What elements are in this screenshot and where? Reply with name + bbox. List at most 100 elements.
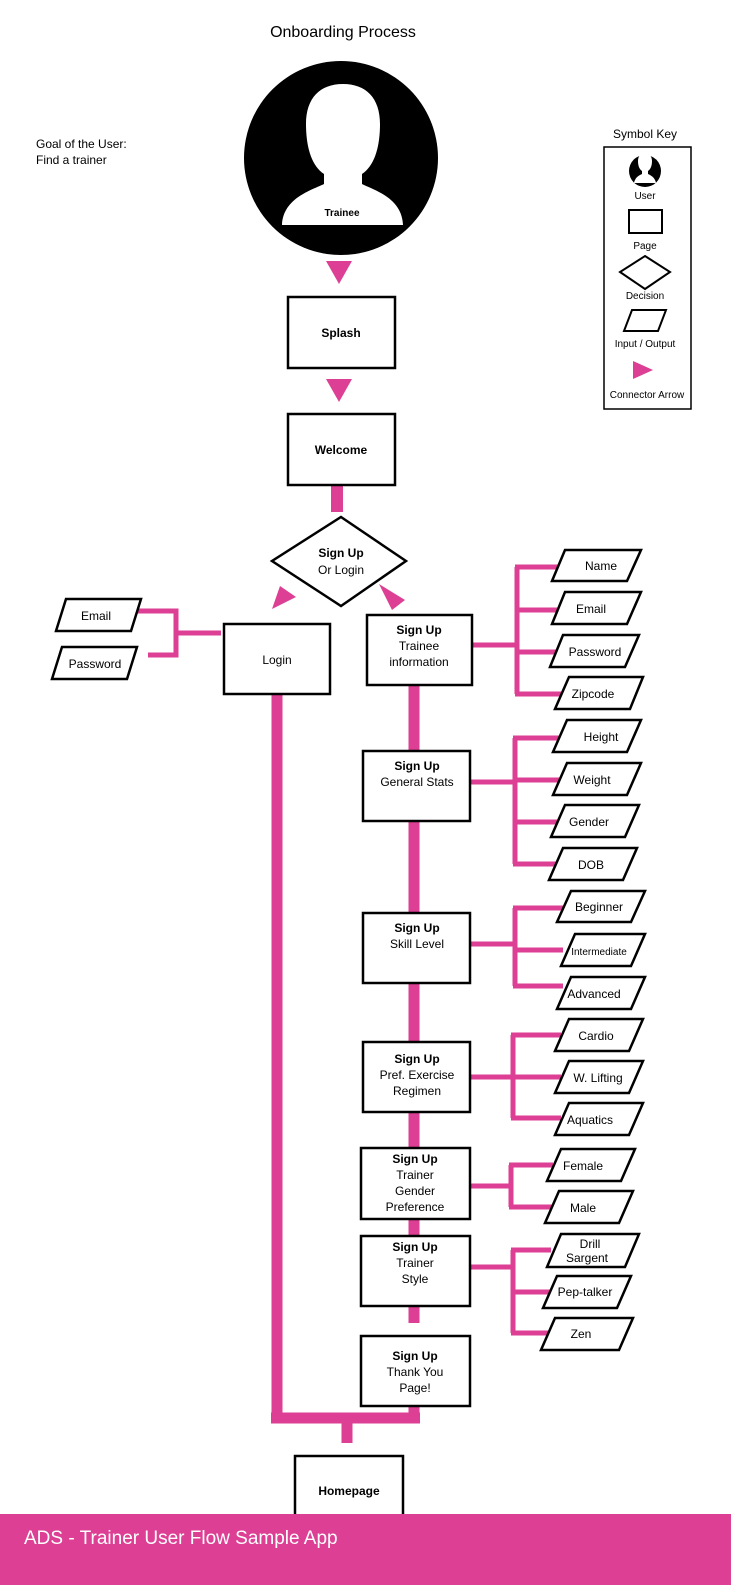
gender-pref-bold: Sign Up bbox=[392, 1152, 437, 1166]
trainee-info-line: Trainee bbox=[399, 639, 440, 653]
io-label: Cardio bbox=[578, 1029, 614, 1043]
gender-pref-line: Gender bbox=[395, 1184, 435, 1198]
login-label: Login bbox=[262, 653, 291, 667]
key-arrow-label: Connector Arrow bbox=[610, 390, 685, 401]
io-w-lifting bbox=[553, 1059, 645, 1095]
io-label: Zipcode bbox=[572, 687, 615, 701]
thank-you-line: Page! bbox=[399, 1381, 430, 1395]
io-label: Beginner bbox=[575, 900, 623, 914]
io-label: DOB bbox=[578, 858, 604, 872]
user-label: Trainee bbox=[324, 208, 359, 219]
io-label: Male bbox=[570, 1201, 596, 1215]
general-stats-bold: Sign Up bbox=[394, 759, 439, 773]
key-decision-label: Decision bbox=[626, 291, 664, 302]
thank-you-bold: Sign Up bbox=[392, 1349, 437, 1363]
signup-login-decision bbox=[269, 515, 409, 608]
skill-level-line: Skill Level bbox=[390, 937, 444, 951]
connector-arrows bbox=[272, 261, 405, 610]
user-silhouette-icon bbox=[282, 84, 403, 225]
signup-pref-exercise-page bbox=[361, 1040, 472, 1114]
io-dob bbox=[547, 846, 639, 882]
io-cardio bbox=[553, 1017, 645, 1053]
trainee-info-bold: Sign Up bbox=[396, 623, 441, 637]
welcome-page bbox=[286, 412, 397, 487]
io-label: Password bbox=[69, 657, 122, 671]
pref-exercise-line: Regimen bbox=[393, 1084, 441, 1098]
io-label: Zen bbox=[571, 1327, 592, 1341]
skill-level-bold: Sign Up bbox=[394, 921, 439, 935]
decision-icon bbox=[618, 254, 672, 291]
io-label: Weight bbox=[573, 773, 611, 787]
gender-pref-line: Trainer bbox=[396, 1168, 434, 1182]
arrow-up-left-icon bbox=[272, 586, 296, 609]
trainer-style-bold: Sign Up bbox=[392, 1240, 437, 1254]
trainer-style-line: Trainer bbox=[396, 1256, 434, 1270]
io-intermediate bbox=[559, 932, 647, 968]
thank-you-line: Thank You bbox=[387, 1365, 444, 1379]
symbol-key-title: Symbol Key bbox=[613, 127, 677, 141]
io-label: Drill bbox=[580, 1237, 601, 1251]
goal-text: Find a trainer bbox=[36, 153, 107, 167]
io-label: Female bbox=[563, 1159, 603, 1173]
signup-trainee-info-page bbox=[365, 613, 474, 687]
io-drill-sargent bbox=[545, 1232, 641, 1269]
footer-bar bbox=[0, 1514, 731, 1585]
io-beginner bbox=[555, 889, 647, 924]
welcome-label: Welcome bbox=[315, 443, 368, 457]
io-weight bbox=[551, 761, 643, 797]
io-male bbox=[543, 1189, 635, 1225]
arrow-down-icon bbox=[326, 261, 352, 284]
page-title: Onboarding Process bbox=[270, 24, 416, 41]
io-password bbox=[50, 645, 139, 681]
signup-skill-level-page bbox=[361, 911, 472, 985]
goal-label: Goal of the User: bbox=[36, 137, 127, 151]
footer-title: ADS - Trainer User Flow Sample App bbox=[24, 1528, 338, 1549]
signup-gender-pref-page bbox=[359, 1146, 472, 1221]
io-label: Intermediate bbox=[571, 947, 627, 958]
io-label: Password bbox=[569, 645, 622, 659]
io-pep-talker bbox=[541, 1274, 633, 1310]
general-stats-line: General Stats bbox=[380, 775, 453, 789]
key-user-label: User bbox=[634, 191, 656, 202]
decision-label-bold: Sign Up bbox=[318, 546, 363, 560]
io-label: Gender bbox=[569, 815, 609, 829]
signup-general-stats-page bbox=[361, 749, 472, 823]
io-female bbox=[545, 1147, 637, 1183]
key-page-label: Page bbox=[633, 241, 657, 252]
io-label: Height bbox=[584, 730, 619, 744]
io-label: Email bbox=[81, 609, 111, 623]
homepage-label: Homepage bbox=[318, 1484, 380, 1498]
io-height bbox=[551, 718, 643, 754]
io-gender bbox=[549, 803, 641, 839]
io-advanced bbox=[555, 975, 647, 1011]
page-icon bbox=[628, 209, 663, 234]
io-zipcode bbox=[553, 675, 645, 711]
io-aquatics bbox=[553, 1101, 645, 1137]
io-icon bbox=[622, 309, 668, 332]
trainer-style-line: Style bbox=[402, 1272, 429, 1286]
signup-thank-you-page bbox=[359, 1334, 472, 1408]
login-page bbox=[222, 622, 332, 696]
arrow-down-icon bbox=[326, 379, 352, 402]
decision-label: Or Login bbox=[318, 563, 364, 577]
io-label: Email bbox=[576, 602, 606, 616]
gender-pref-line: Preference bbox=[386, 1200, 445, 1214]
io-email bbox=[550, 590, 643, 626]
io-zen bbox=[539, 1316, 635, 1352]
io-email bbox=[54, 597, 143, 633]
io-label: Sargent bbox=[566, 1251, 609, 1265]
io-password bbox=[548, 633, 641, 669]
io-label: Pep-talker bbox=[558, 1285, 613, 1299]
io-label: W. Lifting bbox=[573, 1071, 622, 1085]
signup-trainer-style-page bbox=[359, 1234, 472, 1308]
arrow-up-right-icon bbox=[379, 584, 405, 610]
splash-page bbox=[286, 295, 397, 370]
io-name bbox=[550, 548, 643, 583]
io-label: Advanced bbox=[567, 987, 620, 1001]
symbol-key: Symbol Key User Page Decision Input / Ou… bbox=[603, 127, 692, 410]
io-label: Aquatics bbox=[567, 1113, 613, 1127]
trainee-user-node: Trainee bbox=[244, 61, 438, 255]
io-label: Name bbox=[585, 559, 617, 573]
splash-label: Splash bbox=[321, 326, 360, 340]
